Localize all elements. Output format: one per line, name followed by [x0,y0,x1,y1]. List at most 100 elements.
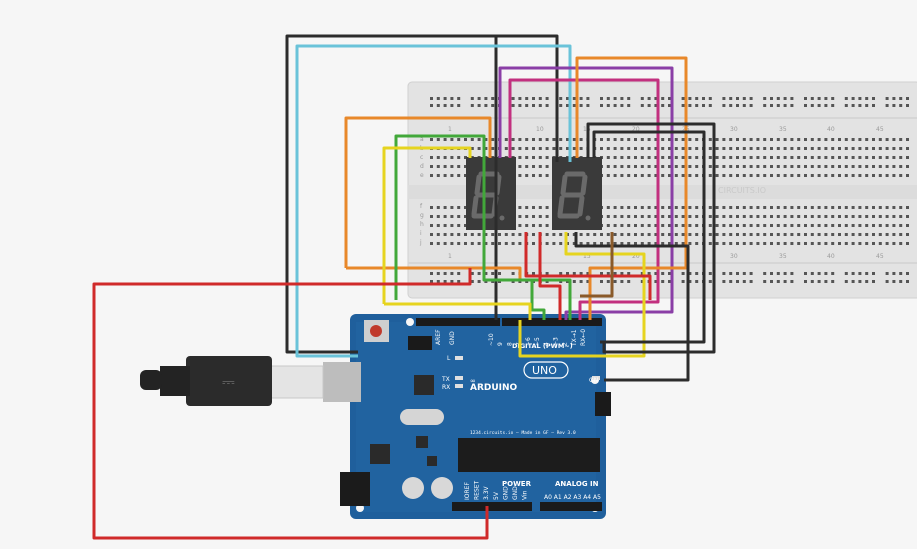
breadboard-hole [824,165,828,168]
breadboard-hole [552,233,556,236]
breadboard-hole [511,147,515,150]
small-chip [416,436,428,448]
breadboard-hole [613,104,617,107]
wire-orange-bottom [346,266,522,280]
breadboard-hole [878,156,882,159]
seven-segment-display-1[interactable] [466,157,516,230]
reset-button-cap[interactable] [370,325,382,337]
breadboard-hole [634,174,637,177]
breadboard-hole [538,174,542,177]
breadboard-hole [851,206,855,209]
breadboard-hole [504,138,508,141]
breadboard-hole [885,147,889,150]
breadboard-hole [736,174,739,177]
breadboard-hole [640,233,644,236]
atmega-chip [458,438,600,472]
breadboard-hole [865,206,869,209]
breadboard-hole [538,97,542,100]
wire-green [394,134,546,320]
seven-segment-display-2[interactable] [552,157,602,230]
breadboard-hole [688,206,692,209]
breadboard-hole [586,233,590,236]
breadboard-hole [559,147,563,150]
breadboard-hole [851,174,855,177]
l-led [455,356,463,360]
usb-cable[interactable]: ⎓ [140,356,324,406]
breadboard-hole [742,138,746,141]
breadboard-hole [640,280,644,283]
breadboard-hole [572,242,576,245]
breadboard-hole [708,280,712,283]
breadboard-hole [640,242,644,245]
breadboard-hole [436,280,440,283]
breadboard-hole [430,174,433,177]
breadboard-hole [776,104,780,107]
breadboard-hole [695,206,699,209]
breadboard-hole [634,224,637,227]
breadboard-hole [906,224,909,227]
breadboard-hole [566,97,569,100]
breadboard-hole [559,242,563,245]
breadboard-hole [756,147,760,150]
breadboard-hole [838,233,841,236]
breadboard-hole [654,147,658,150]
breadboard-hole [824,104,828,107]
breadboard-hole [654,280,658,283]
breadboard-hole [552,138,556,141]
breadboard-hole [817,242,821,245]
breadboard-hole [586,242,590,245]
breadboard-hole [790,165,794,168]
breadboard-hole [559,272,563,275]
breadboard-hole [722,280,726,283]
breadboard-hole [640,147,644,150]
icsp-header-2 [595,392,611,416]
breadboard-row-j: j [419,239,422,246]
breadboard-hole [674,174,678,177]
digital-pins-9: TX→1 [571,329,578,347]
breadboard-hole [647,104,651,107]
breadboard-hole [593,233,597,236]
breadboard-hole [824,206,828,209]
breadboard-hole [525,165,529,168]
breadboard-hole [436,174,440,177]
breadboard-hole [797,165,801,168]
breadboard-hole [640,156,644,159]
breadboard-hole [620,147,624,150]
breadboard-hole [443,242,447,245]
breadboard-hole [831,174,835,177]
breadboard-hole [532,224,535,227]
breadboard-hole [532,97,535,100]
breadboard-hole [742,215,746,218]
breadboard-hole [858,174,862,177]
breadboard-hole [708,242,712,245]
breadboard-hole [674,233,678,236]
breadboard-hole [838,206,841,209]
breadboard-hole [538,206,542,209]
breadboard-row-g: g [420,212,424,219]
breadboard-hole [858,280,862,283]
breadboard-hole [776,280,780,283]
wire-black-right-2 [592,130,706,344]
wire-black-right-1 [586,122,716,354]
breadboard-hole [457,280,461,283]
digital-header-right [502,318,602,326]
breadboard-hole [742,97,746,100]
breadboard-hole [899,147,903,150]
breadboard[interactable]: 1 10 15 20 25 30 35 40 45 1 15 20 30 35 … [407,81,917,299]
breadboard-hole [763,242,767,245]
breadboard-hole [430,206,433,209]
wires[interactable] [92,34,716,540]
breadboard-hole [627,147,631,150]
breadboard-hole [470,242,474,245]
digital-pins-2: 8 [506,342,513,346]
breadboard-hole [681,156,685,159]
breadboard-hole [627,138,631,141]
wire-green-2 [532,278,572,320]
arduino-uno-board[interactable]: 1234.circuits.io — Made in GF — Rev 3.0 … [323,314,611,519]
breadboard-hole [613,147,617,150]
breadboard-hole [810,165,814,168]
breadboard-hole [844,206,848,209]
breadboard-hole [708,272,712,275]
breadboard-hole [742,147,746,150]
